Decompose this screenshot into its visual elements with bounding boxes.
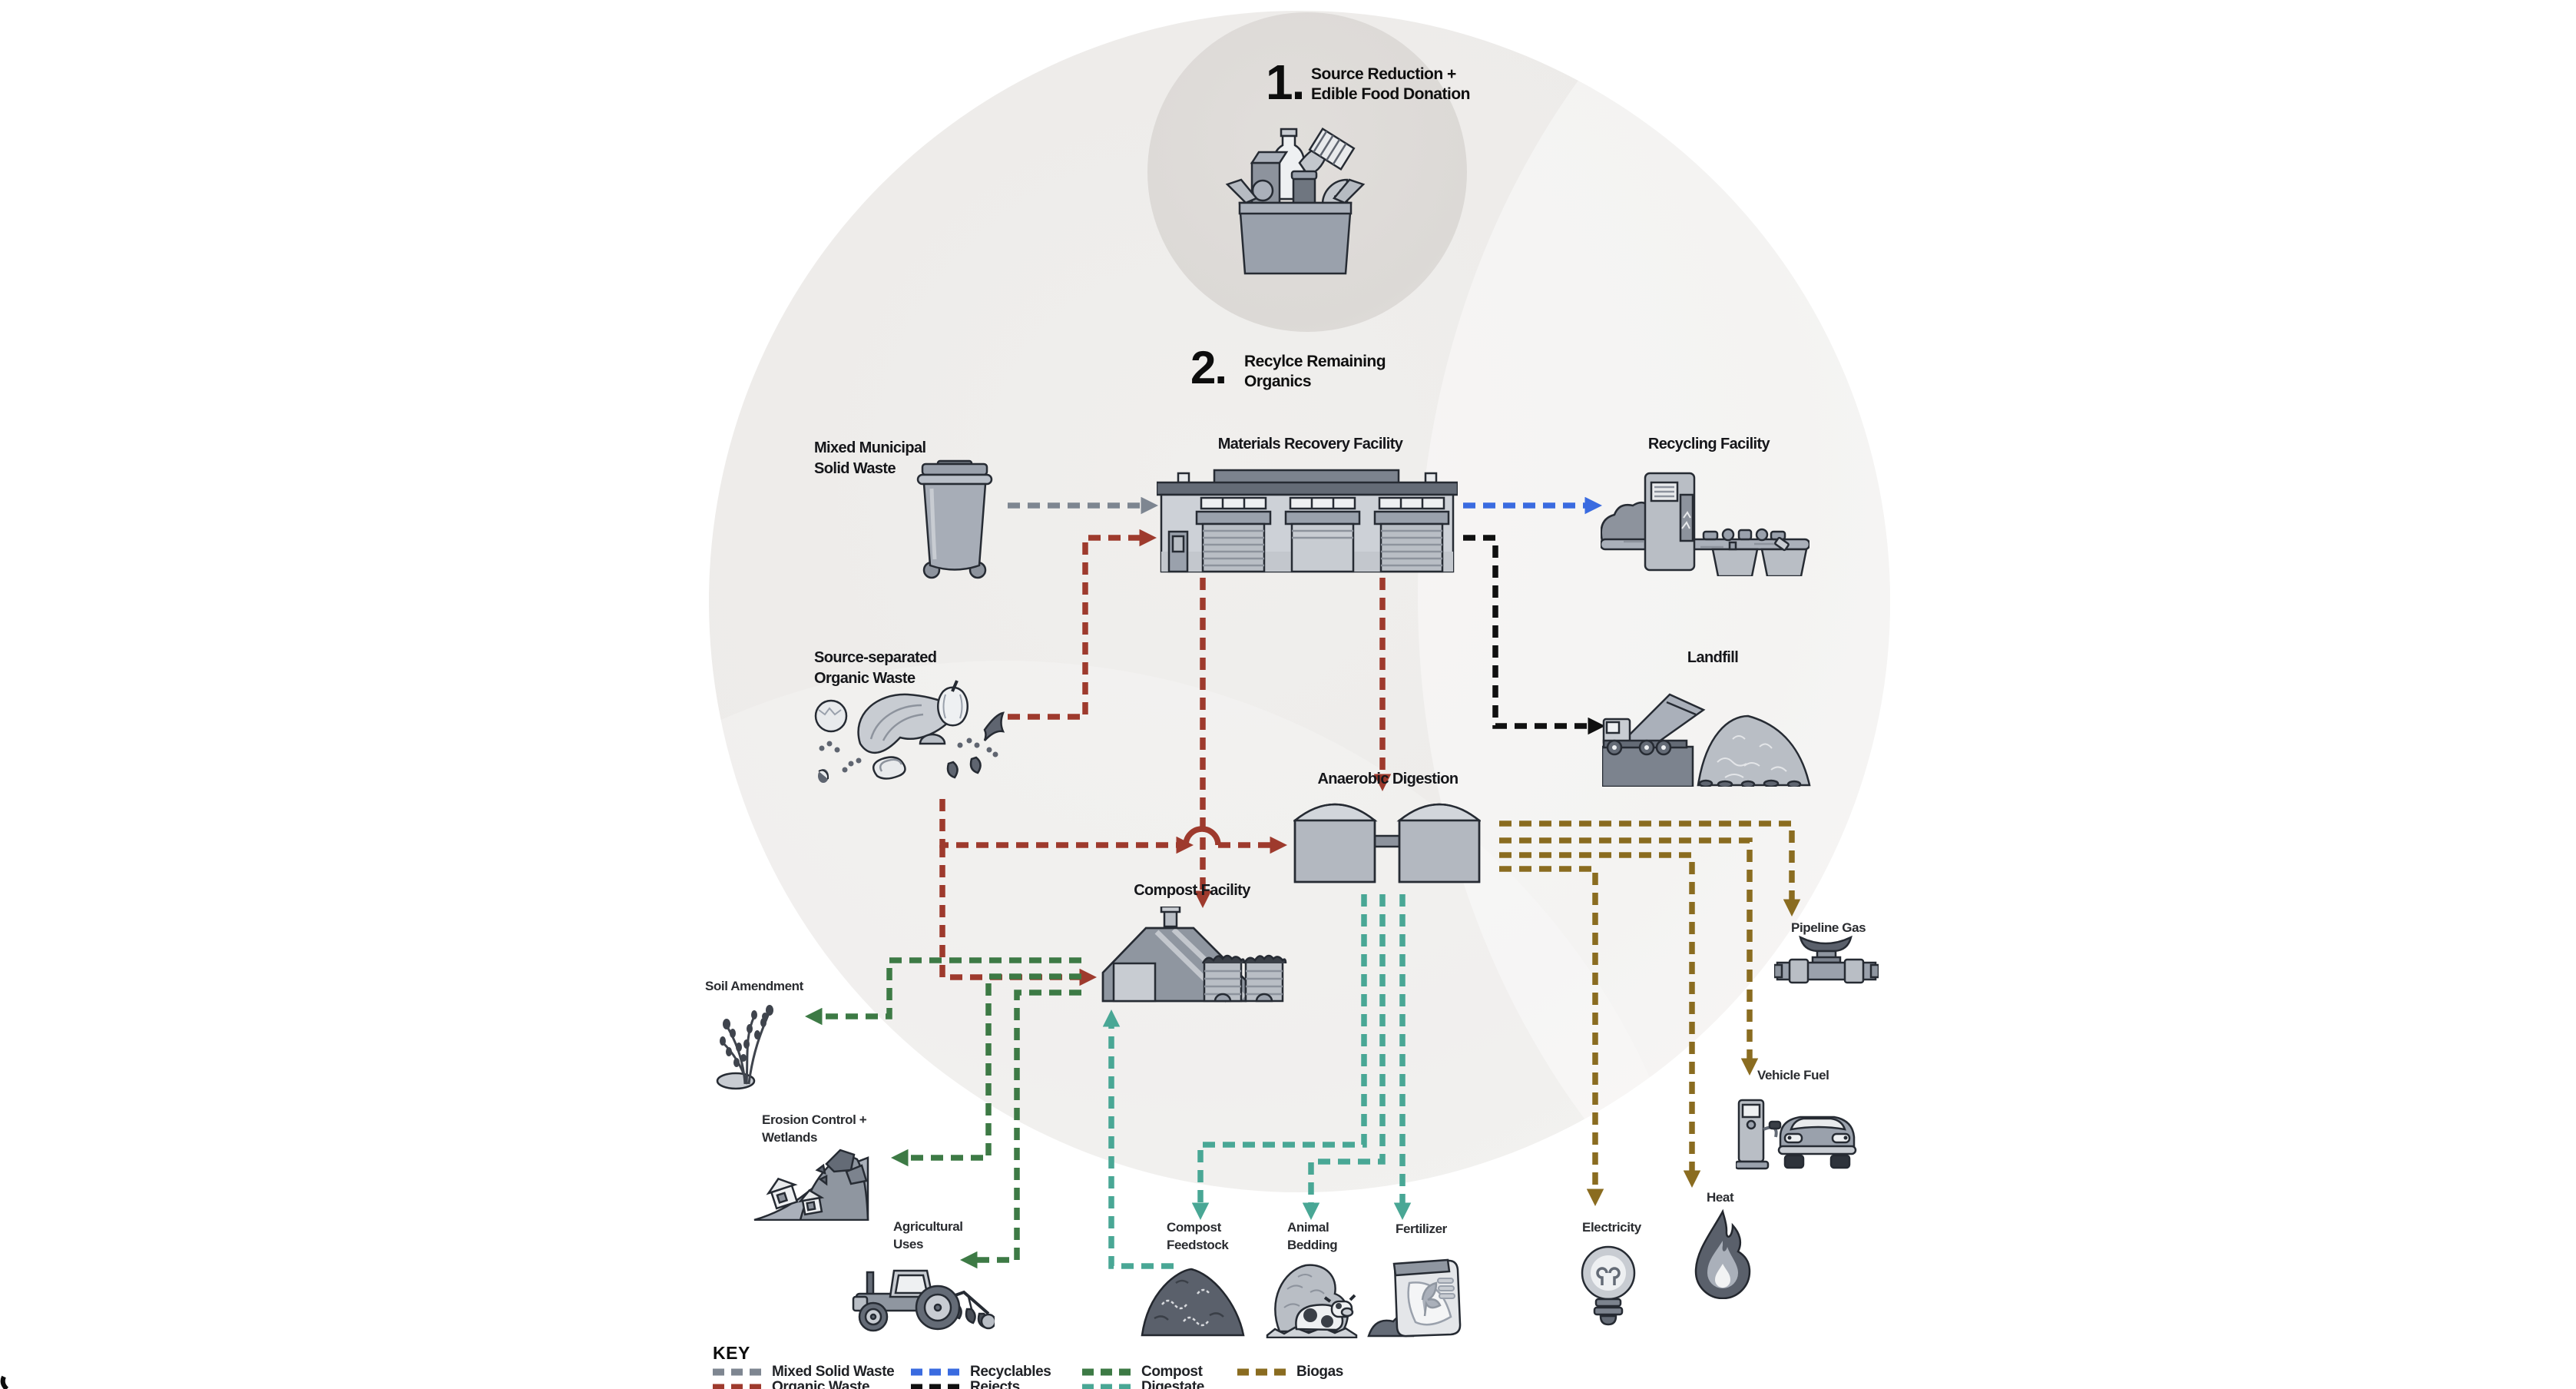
legend-label: Biogas [1296,1364,1343,1380]
flow-organics-to-mrf [1008,529,1157,720]
recycling-facility-icon [1599,467,1811,580]
legend-label: Recyclables [970,1364,1051,1380]
materials-recovery-facility-icon [1155,467,1459,580]
landfill-icon [1601,670,1836,791]
animal-bedding-icon [1264,1258,1361,1342]
flow-digestate-to-bedding [1302,894,1386,1220]
step1-line2: Edible Food Donation [1311,85,1470,103]
label-line: Wetlands [762,1130,818,1145]
legend-dash-digestate [1082,1384,1131,1389]
legend-item: Digestate [1082,1379,1204,1389]
flow-organics-to-compost-facility [939,845,1097,986]
legend-item: Recyclables [911,1364,1051,1380]
legend-dash-rejects [911,1384,960,1389]
step1-line1: Source Reduction + [1311,65,1456,83]
label-line: Compost [1167,1220,1221,1235]
legend-item: Mixed Solid Waste [713,1364,895,1380]
flow-compost-to-agricultural [960,990,1081,1269]
compost-feedstock-pile-icon [1139,1257,1247,1341]
step2-label: Recylce Remaining Organics [1244,352,1386,392]
legend-item: Organic Waste [713,1379,870,1389]
flow-biogas-to-heat [1499,852,1701,1188]
erosion-control-icon [753,1139,869,1225]
label-erosion-control: Erosion Control + Wetlands [762,1111,867,1146]
legend-label: Digestate [1141,1379,1204,1389]
key-title: KEY [713,1343,750,1363]
label-vehicle-fuel: Vehicle Fuel [1757,1068,1829,1082]
light-bulb-icon [1578,1239,1639,1334]
label-line: Agricultural [893,1219,963,1234]
label-animal-bedding: Animal Bedding [1287,1218,1338,1254]
legend-dash-biogas [1237,1368,1286,1376]
legend-dash-compost [1082,1368,1131,1376]
fertilizer-bag-icon [1367,1251,1468,1341]
legend-dash-mixed-solid-waste [713,1368,762,1376]
anaerobic-digester-icon [1292,788,1482,890]
flow-crossover-arch [1183,826,1221,846]
legend-label: Organic Waste [772,1379,870,1389]
pipeline-valve-icon [1773,934,1880,989]
organic-waste-scraps-icon [806,670,1010,793]
label-line: Animal [1287,1220,1329,1235]
label-mixed-municipal-solid-waste: Mixed Municipal Solid Waste [814,438,926,479]
flow-digestate-to-feedstock [1191,894,1367,1220]
label-soil-amendment: Soil Amendment [705,979,803,993]
legend-dash-organic-waste [713,1384,762,1389]
flow-rejects-to-landfill [1463,535,1605,735]
tractor-icon [847,1257,997,1338]
label-pipeline-gas: Pipeline Gas [1791,920,1866,935]
flow-feedstock-to-compost-facility [1102,1009,1174,1269]
heat-flame-icon [1688,1208,1757,1303]
step2-number: 2. [1190,342,1227,393]
label-compost-feedstock: Compost Feedstock [1167,1218,1229,1254]
donation-box-icon [1224,112,1366,285]
label-agricultural-uses: Agricultural Uses [893,1218,963,1253]
legend-dash-recyclables [911,1368,960,1376]
label-line: Solid Waste [814,460,896,477]
step1-number: 1. [1266,55,1305,110]
label-line: Uses [893,1237,924,1251]
label-line: Feedstock [1167,1238,1229,1252]
flow-biogas-to-vehicle-fuel [1499,837,1759,1076]
legend-label: Mixed Solid Waste [772,1364,895,1380]
legend-label: Rejects [970,1379,1020,1389]
label-line: Organic Waste [814,670,916,687]
flow-compost-to-erosion-control [891,973,1081,1167]
label-heat: Heat [1707,1190,1734,1205]
label-anaerobic-digestion: Anaerobic Digestion [1317,771,1459,787]
label-line: Mixed Municipal [814,439,926,456]
flow-organics-to-digester-a [939,799,1194,854]
label-materials-recovery-facility: Materials Recovery Facility [1217,436,1403,453]
label-line: Bedding [1287,1238,1338,1252]
step2-line1: Recylce Remaining [1244,353,1386,370]
label-compost-facility: Compost Facility [1134,882,1250,899]
label-fertilizer: Fertilizer [1396,1222,1447,1236]
legend-item: Rejects [911,1379,1020,1389]
trash-bin-icon [909,458,1001,583]
soil-amendment-plant-icon [713,993,786,1094]
flow-compost-to-soil-amendment [805,957,1081,1026]
step2-line2: Organics [1244,373,1312,390]
step1-label: Source Reduction + Edible Food Donation [1311,65,1470,104]
legend-item: Biogas [1237,1364,1343,1380]
compost-facility-icon [1095,905,1287,1007]
legend-label: Compost [1141,1364,1203,1380]
flow-biogas-to-pipeline [1499,820,1801,917]
label-electricity: Electricity [1582,1220,1641,1235]
label-source-separated-organic-waste: Source-separated Organic Waste [814,648,937,689]
corner-mark [0,1375,9,1389]
label-line: Source-separated [814,649,937,666]
label-landfill: Landfill [1687,649,1739,666]
flow-biogas-to-electricity [1499,866,1604,1206]
label-recycling-facility: Recycling Facility [1647,436,1770,453]
label-line: Erosion Control + [762,1112,867,1127]
vehicle-fuel-icon [1734,1089,1860,1175]
legend-item: Compost [1082,1364,1203,1380]
